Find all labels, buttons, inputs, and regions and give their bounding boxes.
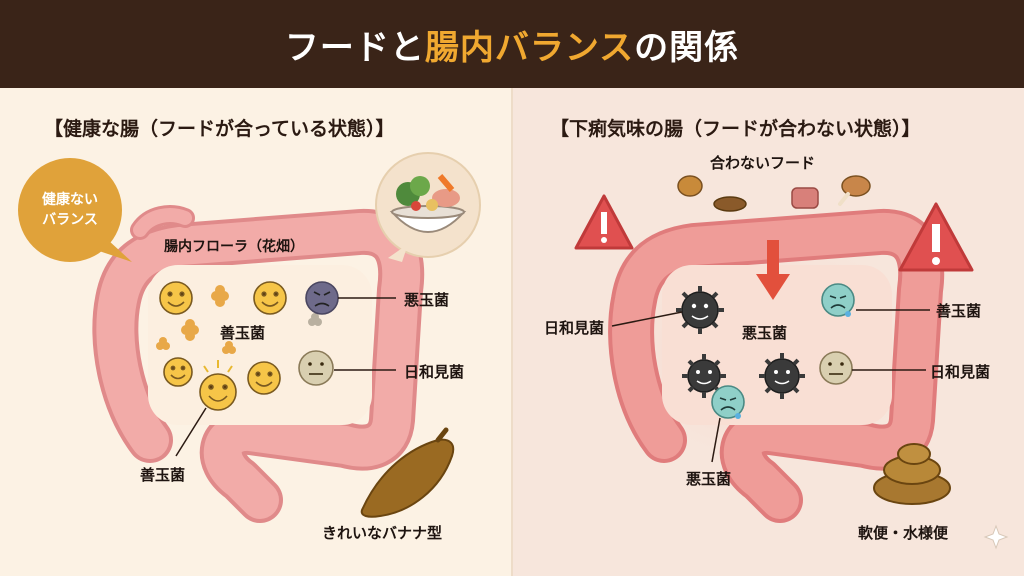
label-good-bacteria-bottom: 善玉菌 <box>140 466 186 484</box>
unsuitable-food-icons <box>677 175 871 212</box>
label-neutral-bacteria-right: 日和見菌 <box>930 363 991 381</box>
neutral-bacteria-face <box>298 350 334 386</box>
food-bowl-icon <box>375 152 481 262</box>
banana-stool-icon <box>360 427 455 518</box>
bad-germ-icons <box>676 286 805 399</box>
flora-label: 腸内フローラ（花畑） <box>164 239 304 255</box>
bubble-line-1: 健康ない <box>42 192 98 208</box>
label-good-bacteria-center: 善玉菌 <box>220 324 266 342</box>
title-accent: 腸内バランス <box>424 27 635 68</box>
page-title: フードと腸内バランスの関係 <box>285 20 739 69</box>
title-part1: フードと <box>284 27 425 68</box>
good-bacteria-faces <box>159 281 287 411</box>
sparkle-icon <box>983 524 1009 550</box>
label-neutral-bacteria-left: 日和見菌 <box>544 319 605 337</box>
balance-bubble <box>18 158 132 262</box>
good-face-2 <box>253 281 287 315</box>
neutral-bacteria-face-right <box>819 351 853 385</box>
inflamed-intestine <box>608 208 945 523</box>
title-part2: の関係 <box>634 27 740 68</box>
good-face-5 <box>247 361 281 395</box>
warning-icon-left <box>574 194 634 250</box>
left-leader-lines <box>175 297 396 457</box>
diarrhea-panel-title: 【下痢気味の腸（フードが合わない状態）】 <box>550 118 921 140</box>
sad-good-bacteria-faces <box>711 283 855 419</box>
label-bad-bacteria-center: 悪玉菌 <box>742 324 788 342</box>
unsuitable-food-label: 合わないフード <box>710 154 816 172</box>
warning-icon-right <box>898 202 974 272</box>
banana-stool-label: きれいなバナナ型 <box>322 524 443 542</box>
right-leader-lines <box>611 309 930 463</box>
bad-germ-3 <box>759 353 805 399</box>
label-bad-bacteria: 悪玉菌 <box>404 291 450 309</box>
balance-bubble-text: 健康ない バランス <box>30 190 110 230</box>
flower-icons <box>156 285 322 354</box>
down-arrow-icon <box>756 240 790 300</box>
panel-divider <box>511 88 513 576</box>
good-face-1 <box>159 281 193 315</box>
label-neutral-bacteria: 日和見菌 <box>404 363 465 381</box>
label-good-bacteria-right: 善玉菌 <box>936 302 982 320</box>
healthy-panel-title: 【健康な腸（フードが合っている状態）】 <box>44 118 395 140</box>
bad-germ-2 <box>682 354 726 398</box>
header-bar: フードと腸内バランスの関係 <box>0 0 1024 88</box>
bad-germ-1 <box>676 286 724 334</box>
bubble-line-2: バランス <box>42 212 98 228</box>
sad-face-2 <box>711 385 745 419</box>
soft-stool-label: 軟便・水様便 <box>858 524 949 542</box>
good-face-3 <box>163 357 193 387</box>
good-face-4 <box>199 373 237 411</box>
soft-stool-icon <box>873 443 951 505</box>
sad-face-1 <box>821 283 855 317</box>
label-bad-bacteria-bottom: 悪玉菌 <box>686 470 732 488</box>
